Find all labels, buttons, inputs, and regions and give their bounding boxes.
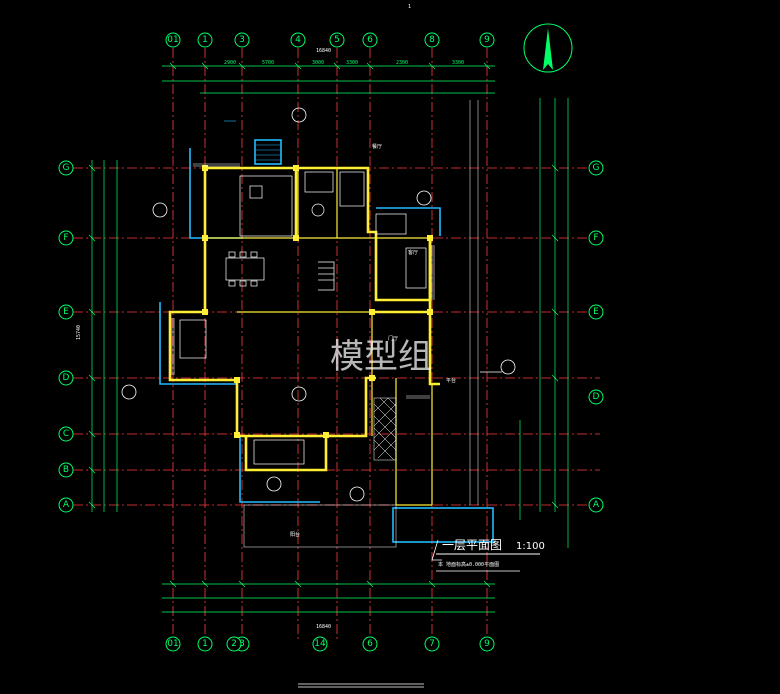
furniture	[179, 171, 427, 465]
axis-bottom-label: 6	[367, 639, 373, 649]
axis-left-label: B	[63, 465, 69, 475]
top-axis-labels: 01 1 3 4 5 6 8 9	[167, 35, 490, 45]
dim-top: 2900	[224, 60, 236, 66]
room-labels: 客厅 餐厅 门厅 平台 阳台 1	[290, 4, 456, 538]
bottom-axis-bubbles	[165, 636, 495, 652]
axis-right-label: D	[593, 392, 600, 402]
axis-top-label: 01	[167, 35, 178, 45]
axis-top-label: 5	[334, 35, 340, 45]
axis-left-label: A	[63, 500, 70, 510]
axis-bottom-label: 9	[484, 639, 490, 649]
grid-lines	[73, 48, 600, 640]
dim-top-total: 16840	[316, 48, 331, 54]
bottom-axis-labels: 01 1 2 3 14 6 7 9	[167, 639, 490, 649]
axis-top-label: 6	[367, 35, 373, 45]
column-markers	[202, 165, 433, 438]
top-marker-label: 1	[408, 4, 411, 10]
drawing-title: 一层平面图 1:100 本 地面标高±0.000平面图	[436, 538, 545, 572]
axis-left-label: C	[63, 429, 69, 439]
axis-bottom-label: 14	[314, 639, 326, 649]
axis-top-label: 4	[295, 35, 301, 45]
dim-top: 2300	[396, 60, 408, 66]
right-axis-bubbles	[588, 160, 604, 513]
drawing-note-text: 本 地面标高±0.000平面图	[438, 561, 499, 568]
hatched-porch	[243, 100, 479, 548]
dimension-ticks	[88, 62, 559, 588]
drawing-scale-text: 1:100	[516, 541, 545, 552]
watermark-text: 模型组	[330, 337, 432, 377]
dimension-lines	[91, 65, 569, 613]
room-porch-label: 平台	[446, 377, 456, 384]
axis-right-label: E	[593, 307, 599, 317]
axis-bottom-label: 2	[231, 639, 237, 649]
room-hall-label: 门厅	[388, 335, 398, 342]
dimension-texts: 2900 5700 3000 3300 2300 3300 16840 1684…	[76, 48, 464, 630]
axis-right-label: F	[593, 233, 598, 243]
north-arrow-icon	[523, 23, 573, 73]
dim-left-total: 15740	[76, 325, 82, 340]
axis-left-label: E	[63, 307, 69, 317]
axis-top-label: 3	[239, 35, 245, 45]
drawing-title-text: 一层平面图	[442, 538, 502, 552]
axis-bottom-label: 7	[429, 639, 435, 649]
dim-top: 3300	[346, 60, 358, 66]
left-axis-labels: G F E D C B A	[63, 163, 70, 510]
section-marker-icon	[431, 371, 502, 561]
room-living-label: 客厅	[408, 249, 418, 256]
dim-top: 3000	[312, 60, 324, 66]
bottom-rule	[298, 683, 424, 688]
axis-left-label: G	[63, 163, 70, 173]
axis-right-label: G	[593, 163, 600, 173]
left-axis-bubbles	[58, 160, 74, 513]
stairs	[224, 120, 281, 161]
top-axis-bubbles	[165, 32, 495, 48]
axis-top-label: 9	[484, 35, 490, 45]
exterior-walls	[168, 166, 440, 472]
dim-bottom-total: 16840	[316, 624, 331, 630]
room-terrace-label: 阳台	[290, 531, 300, 538]
windows	[171, 163, 435, 399]
axis-bottom-label: 3	[239, 639, 245, 649]
room-dining-label: 餐厅	[372, 143, 382, 150]
detail-markers	[121, 107, 516, 502]
axis-top-label: 1	[202, 35, 208, 45]
dim-top: 5700	[262, 60, 274, 66]
axis-top-label: 8	[429, 35, 435, 45]
right-axis-labels: G F E D A	[593, 163, 600, 510]
dim-top: 3300	[452, 60, 464, 66]
axis-left-label: D	[63, 373, 70, 383]
axis-bottom-label: 01	[167, 639, 178, 649]
axis-bottom-label: 1	[202, 639, 208, 649]
balconies	[159, 139, 494, 543]
axis-right-label: A	[593, 500, 600, 510]
axis-left-label: F	[63, 233, 68, 243]
